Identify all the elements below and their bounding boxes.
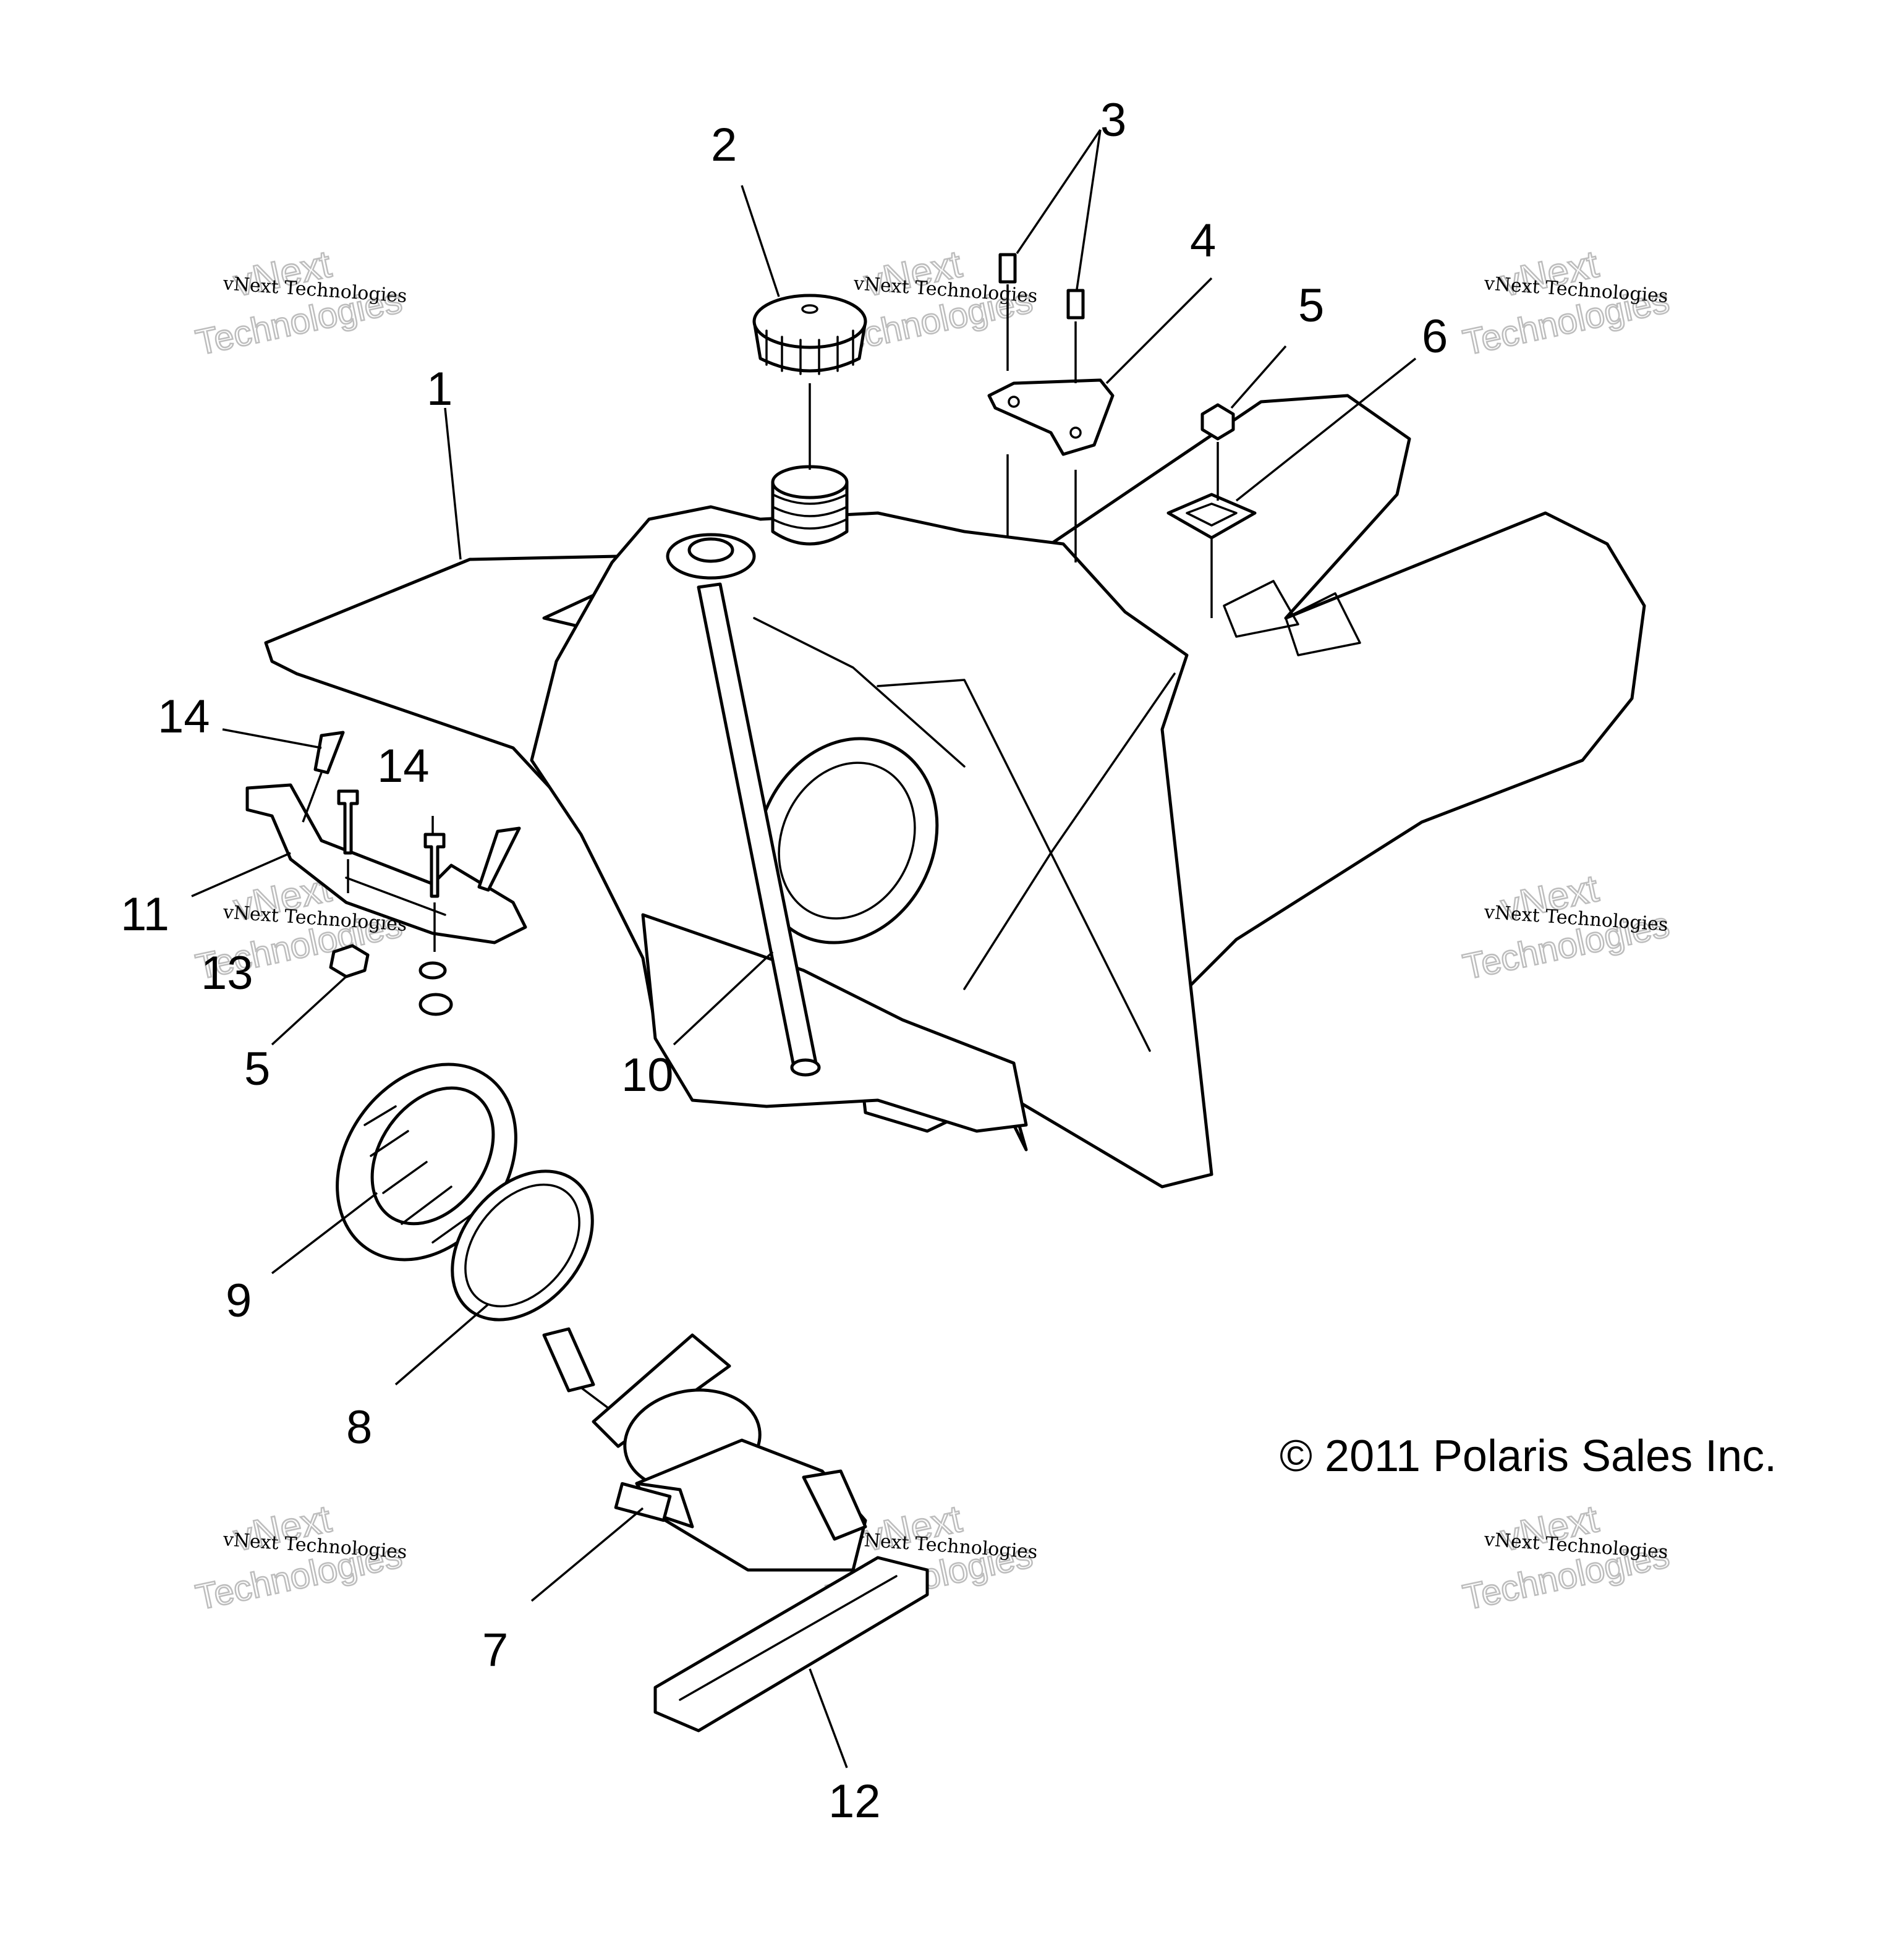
leader-lines bbox=[191, 129, 1417, 1768]
grommet-6 bbox=[1166, 493, 1257, 540]
callout-3: 3 bbox=[1100, 94, 1126, 146]
fuel-cap bbox=[752, 294, 867, 375]
callout-5-right: 5 bbox=[1298, 279, 1324, 332]
sender-arm-12 bbox=[653, 1556, 929, 1733]
callout-2: 2 bbox=[711, 119, 737, 171]
callout-8: 8 bbox=[346, 1401, 372, 1454]
screws-3 bbox=[998, 253, 1085, 320]
callout-9: 9 bbox=[226, 1275, 252, 1327]
locking-ring-9 bbox=[336, 1063, 517, 1262]
callout-5-left: 5 bbox=[244, 1043, 270, 1095]
fuel-pump-7 bbox=[542, 1327, 867, 1572]
callout-10: 10 bbox=[621, 1049, 674, 1101]
callout-11: 11 bbox=[121, 888, 169, 941]
callout-14-left: 14 bbox=[158, 690, 210, 743]
screws-14 bbox=[313, 731, 521, 898]
fuel-tank bbox=[264, 394, 1646, 1189]
callout-12: 12 bbox=[828, 1775, 881, 1828]
callout-13: 13 bbox=[201, 947, 253, 999]
callout-labels: 1 2 3 4 5 6 14 14 11 13 5 10 9 8 7 12 bbox=[121, 94, 1448, 1828]
callout-1: 1 bbox=[427, 363, 452, 415]
callout-7: 7 bbox=[482, 1624, 508, 1676]
seal-ring-8 bbox=[451, 1169, 594, 1322]
nut-5-right bbox=[1200, 403, 1235, 441]
bracket-4 bbox=[987, 378, 1115, 456]
copyright-notice: © 2011 Polaris Sales Inc. bbox=[1280, 1432, 1777, 1481]
callout-14-center: 14 bbox=[377, 740, 430, 792]
callout-6: 6 bbox=[1422, 310, 1448, 363]
nuts-5-13 bbox=[329, 944, 453, 1016]
mount-bracket-11 bbox=[245, 783, 527, 944]
callout-4: 4 bbox=[1190, 214, 1216, 267]
